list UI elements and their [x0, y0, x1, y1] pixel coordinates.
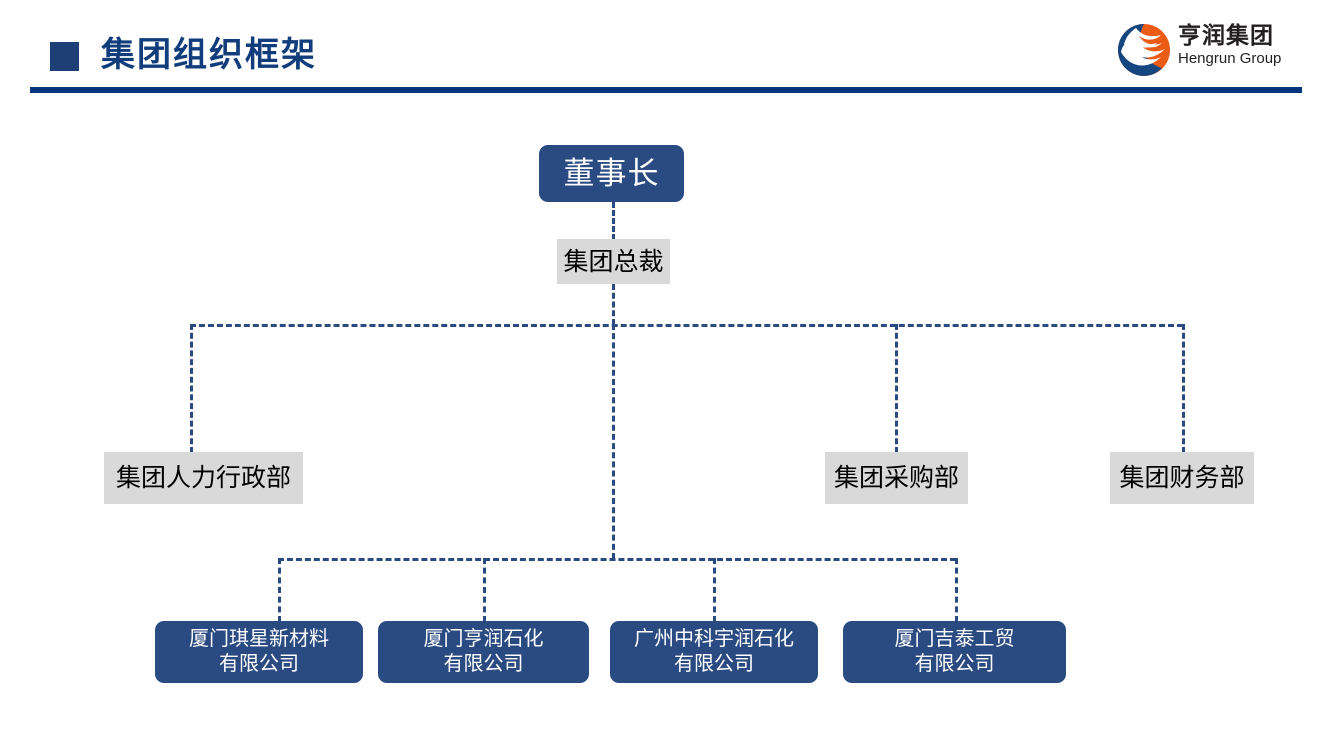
org-node-subsidiary-zhongke-yurun-label: 广州中科宇润石化 有限公司 — [634, 628, 794, 675]
connector-bus-departments — [190, 324, 1183, 327]
org-node-subsidiary-hengrun-petrochem[interactable]: 厦门亨润石化 有限公司 — [378, 621, 589, 683]
org-node-president[interactable]: 集团总裁 — [557, 239, 670, 284]
org-node-procurement-label: 集团采购部 — [833, 464, 959, 492]
connector-bus-hr — [190, 324, 193, 453]
connector-bus-finance — [1182, 324, 1185, 453]
org-node-finance-label: 集团财务部 — [1119, 464, 1245, 492]
connector-bus-subsidiary-2 — [713, 558, 716, 622]
org-node-subsidiary-qixing[interactable]: 厦门琪星新材料 有限公司 — [155, 621, 363, 683]
org-node-hr-admin[interactable]: 集团人力行政部 — [104, 452, 303, 504]
org-node-procurement[interactable]: 集团采购部 — [825, 452, 968, 504]
org-node-subsidiary-zhongke-yurun[interactable]: 广州中科宇润石化 有限公司 — [610, 621, 818, 683]
org-node-chairman[interactable]: 董事长 — [539, 145, 684, 202]
org-node-subsidiary-jitai-label: 厦门吉泰工贸 有限公司 — [894, 628, 1015, 675]
header-divider-rule — [30, 87, 1302, 93]
org-node-finance[interactable]: 集团财务部 — [1110, 452, 1254, 504]
org-node-hr-admin-label: 集团人力行政部 — [115, 464, 291, 492]
company-logo: 亨润集团 Hengrun Group — [1118, 22, 1308, 80]
connector-bus-procurement — [895, 324, 898, 453]
connector-bus-subsidiary-3 — [955, 558, 958, 622]
org-node-subsidiary-jitai[interactable]: 厦门吉泰工贸 有限公司 — [843, 621, 1066, 683]
org-node-subsidiary-hengrun-petrochem-label: 厦门亨润石化 有限公司 — [423, 628, 544, 675]
connector-chairman-president — [612, 202, 615, 240]
logo-name-cn: 亨润集团 — [1178, 22, 1274, 48]
connector-center-spine — [612, 324, 615, 559]
connector-bus-subsidiary-1 — [483, 558, 486, 622]
page-title: 集团组织框架 — [101, 36, 317, 74]
logo-wordmark: 亨润集团 Hengrun Group — [1178, 22, 1308, 68]
connector-bus-subsidiaries — [278, 558, 956, 561]
logo-name-en: Hengrun Group — [1178, 50, 1282, 67]
title-bullet-square — [50, 42, 79, 71]
connector-bus-subsidiary-0 — [278, 558, 281, 622]
org-node-subsidiary-qixing-label: 厦门琪星新材料 有限公司 — [189, 628, 329, 675]
org-node-chairman-label: 董事长 — [563, 155, 660, 191]
org-node-president-label: 集团总裁 — [563, 247, 664, 276]
connector-president-bus — [612, 284, 615, 325]
hengrun-logo-mark — [1118, 24, 1170, 76]
